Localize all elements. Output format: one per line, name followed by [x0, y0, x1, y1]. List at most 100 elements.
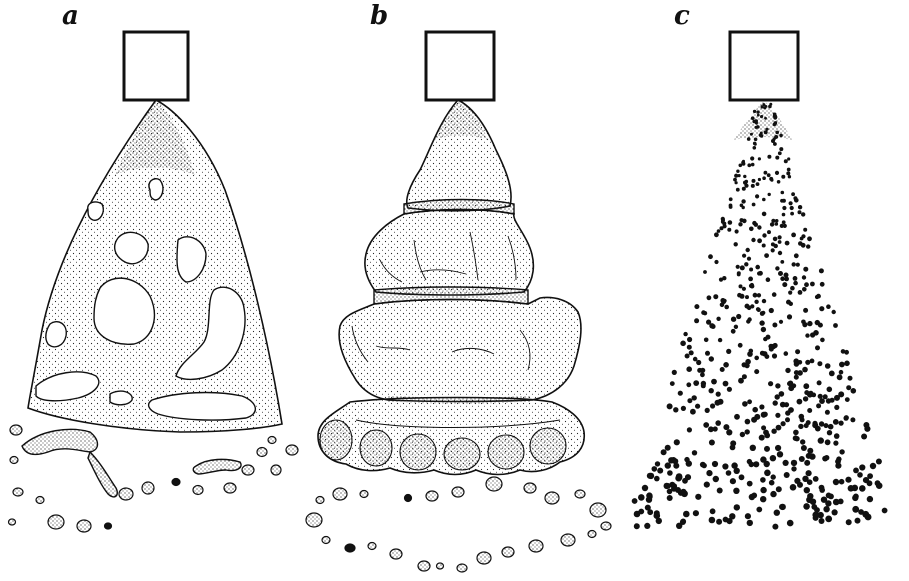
spray-droplet: [674, 439, 680, 445]
spray-droplet: [819, 487, 825, 493]
spray-droplet: [747, 520, 753, 526]
spray-droplet: [793, 276, 798, 281]
spray-droplet: [853, 468, 859, 474]
spray-droplet: [764, 446, 770, 452]
spray-droplet: [754, 356, 759, 361]
spray-droplet: [638, 494, 645, 501]
spray-droplet: [747, 399, 752, 404]
spray-droplet: [764, 130, 768, 134]
spray-droplet: [752, 407, 758, 413]
spray-droplet: [763, 430, 769, 436]
spray-droplet: [786, 300, 791, 305]
spray-droplet: [797, 399, 803, 405]
spray-droplet: [845, 397, 850, 402]
spray-droplet: [772, 323, 777, 328]
spray-droplet: [815, 345, 820, 350]
spray-droplet: [827, 387, 833, 393]
spray-droplet: [747, 137, 751, 141]
spray-droplet: [709, 517, 716, 524]
spray-droplet: [694, 304, 699, 309]
spray-droplet: [713, 476, 719, 482]
spray-droplet: [807, 493, 813, 499]
spray-droplet: [714, 232, 719, 237]
spray-droplet: [785, 417, 790, 422]
spray-droplet: [742, 401, 748, 407]
spray-droplet: [791, 233, 796, 238]
spray-droplet: [685, 474, 691, 480]
spray-droplet: [801, 212, 805, 216]
spray-droplet: [803, 503, 810, 510]
spray-droplet: [764, 171, 768, 175]
spray-droplet: [754, 369, 759, 374]
spray-droplet: [687, 427, 692, 432]
spray-droplet: [777, 180, 781, 184]
spray-droplet: [802, 476, 808, 482]
spray-droplet: [786, 171, 790, 175]
spray-droplet: [708, 254, 713, 259]
spray-droplet: [787, 168, 791, 172]
spray-droplet: [751, 493, 757, 499]
spray-droplet: [760, 351, 765, 356]
spray-droplet: [763, 106, 766, 109]
spray-droplet: [833, 323, 838, 328]
spray-droplet: [722, 463, 728, 469]
spray-droplet: [774, 135, 778, 139]
spray-droplet: [667, 403, 673, 409]
spray-droplet: [724, 305, 729, 310]
spray-droplet: [782, 206, 786, 210]
spray-droplet: [751, 163, 755, 167]
spray-droplet: [749, 227, 754, 232]
spray-droplet: [851, 388, 857, 394]
spray-droplet: [778, 151, 782, 155]
spray-droplet: [695, 404, 700, 409]
spray-droplet: [819, 306, 824, 311]
spray-droplet: [695, 494, 701, 500]
spray-droplet: [738, 343, 743, 348]
spray-droplet: [834, 405, 839, 410]
spray-droplet: [797, 482, 803, 488]
spray-droplet: [687, 345, 692, 350]
spray-droplet: [867, 496, 873, 502]
spray-droplet: [816, 403, 821, 408]
spray-droplet: [736, 188, 740, 192]
spray-droplet: [762, 198, 766, 202]
spray-droplet: [720, 226, 724, 230]
spray-droplet: [799, 456, 805, 462]
panel-b: b: [306, 1, 611, 572]
spray-droplet: [738, 222, 742, 226]
spray-droplet: [713, 294, 718, 299]
spray-droplet: [745, 359, 751, 365]
spray-droplet: [778, 240, 782, 244]
spray-droplet: [794, 253, 799, 258]
spray-droplet: [757, 293, 761, 297]
spray-droplet: [727, 387, 732, 392]
spray-droplet: [742, 219, 747, 224]
spray-droplet: [855, 518, 861, 524]
spray-droplet: [833, 419, 839, 425]
spray-droplet: [717, 229, 721, 233]
spray-droplet: [696, 360, 701, 365]
spray-droplet: [797, 370, 803, 376]
spray-droplet: [788, 175, 791, 178]
spray-droplet: [755, 194, 759, 198]
spray-droplet: [812, 422, 818, 428]
spray-droplet: [782, 282, 787, 287]
spray-droplet: [685, 354, 690, 359]
spray-droplet: [701, 383, 706, 388]
spray-droplet: [767, 230, 771, 234]
spray-droplet: [746, 248, 750, 252]
spray-droplet: [736, 170, 739, 173]
spray-droplet: [686, 366, 692, 372]
spray-droplet: [803, 383, 809, 389]
spray-droplet: [795, 349, 800, 354]
spray-droplet: [769, 308, 774, 313]
spray-droplet: [787, 314, 792, 319]
spray-droplet: [768, 381, 773, 386]
spray-droplet: [773, 237, 778, 242]
spray-droplet: [742, 374, 747, 379]
spray-droplet: [747, 481, 753, 487]
spray-droplet: [750, 283, 754, 287]
spray-droplet: [826, 493, 832, 499]
spray-droplet: [755, 119, 758, 122]
spray-droplet: [764, 117, 767, 120]
